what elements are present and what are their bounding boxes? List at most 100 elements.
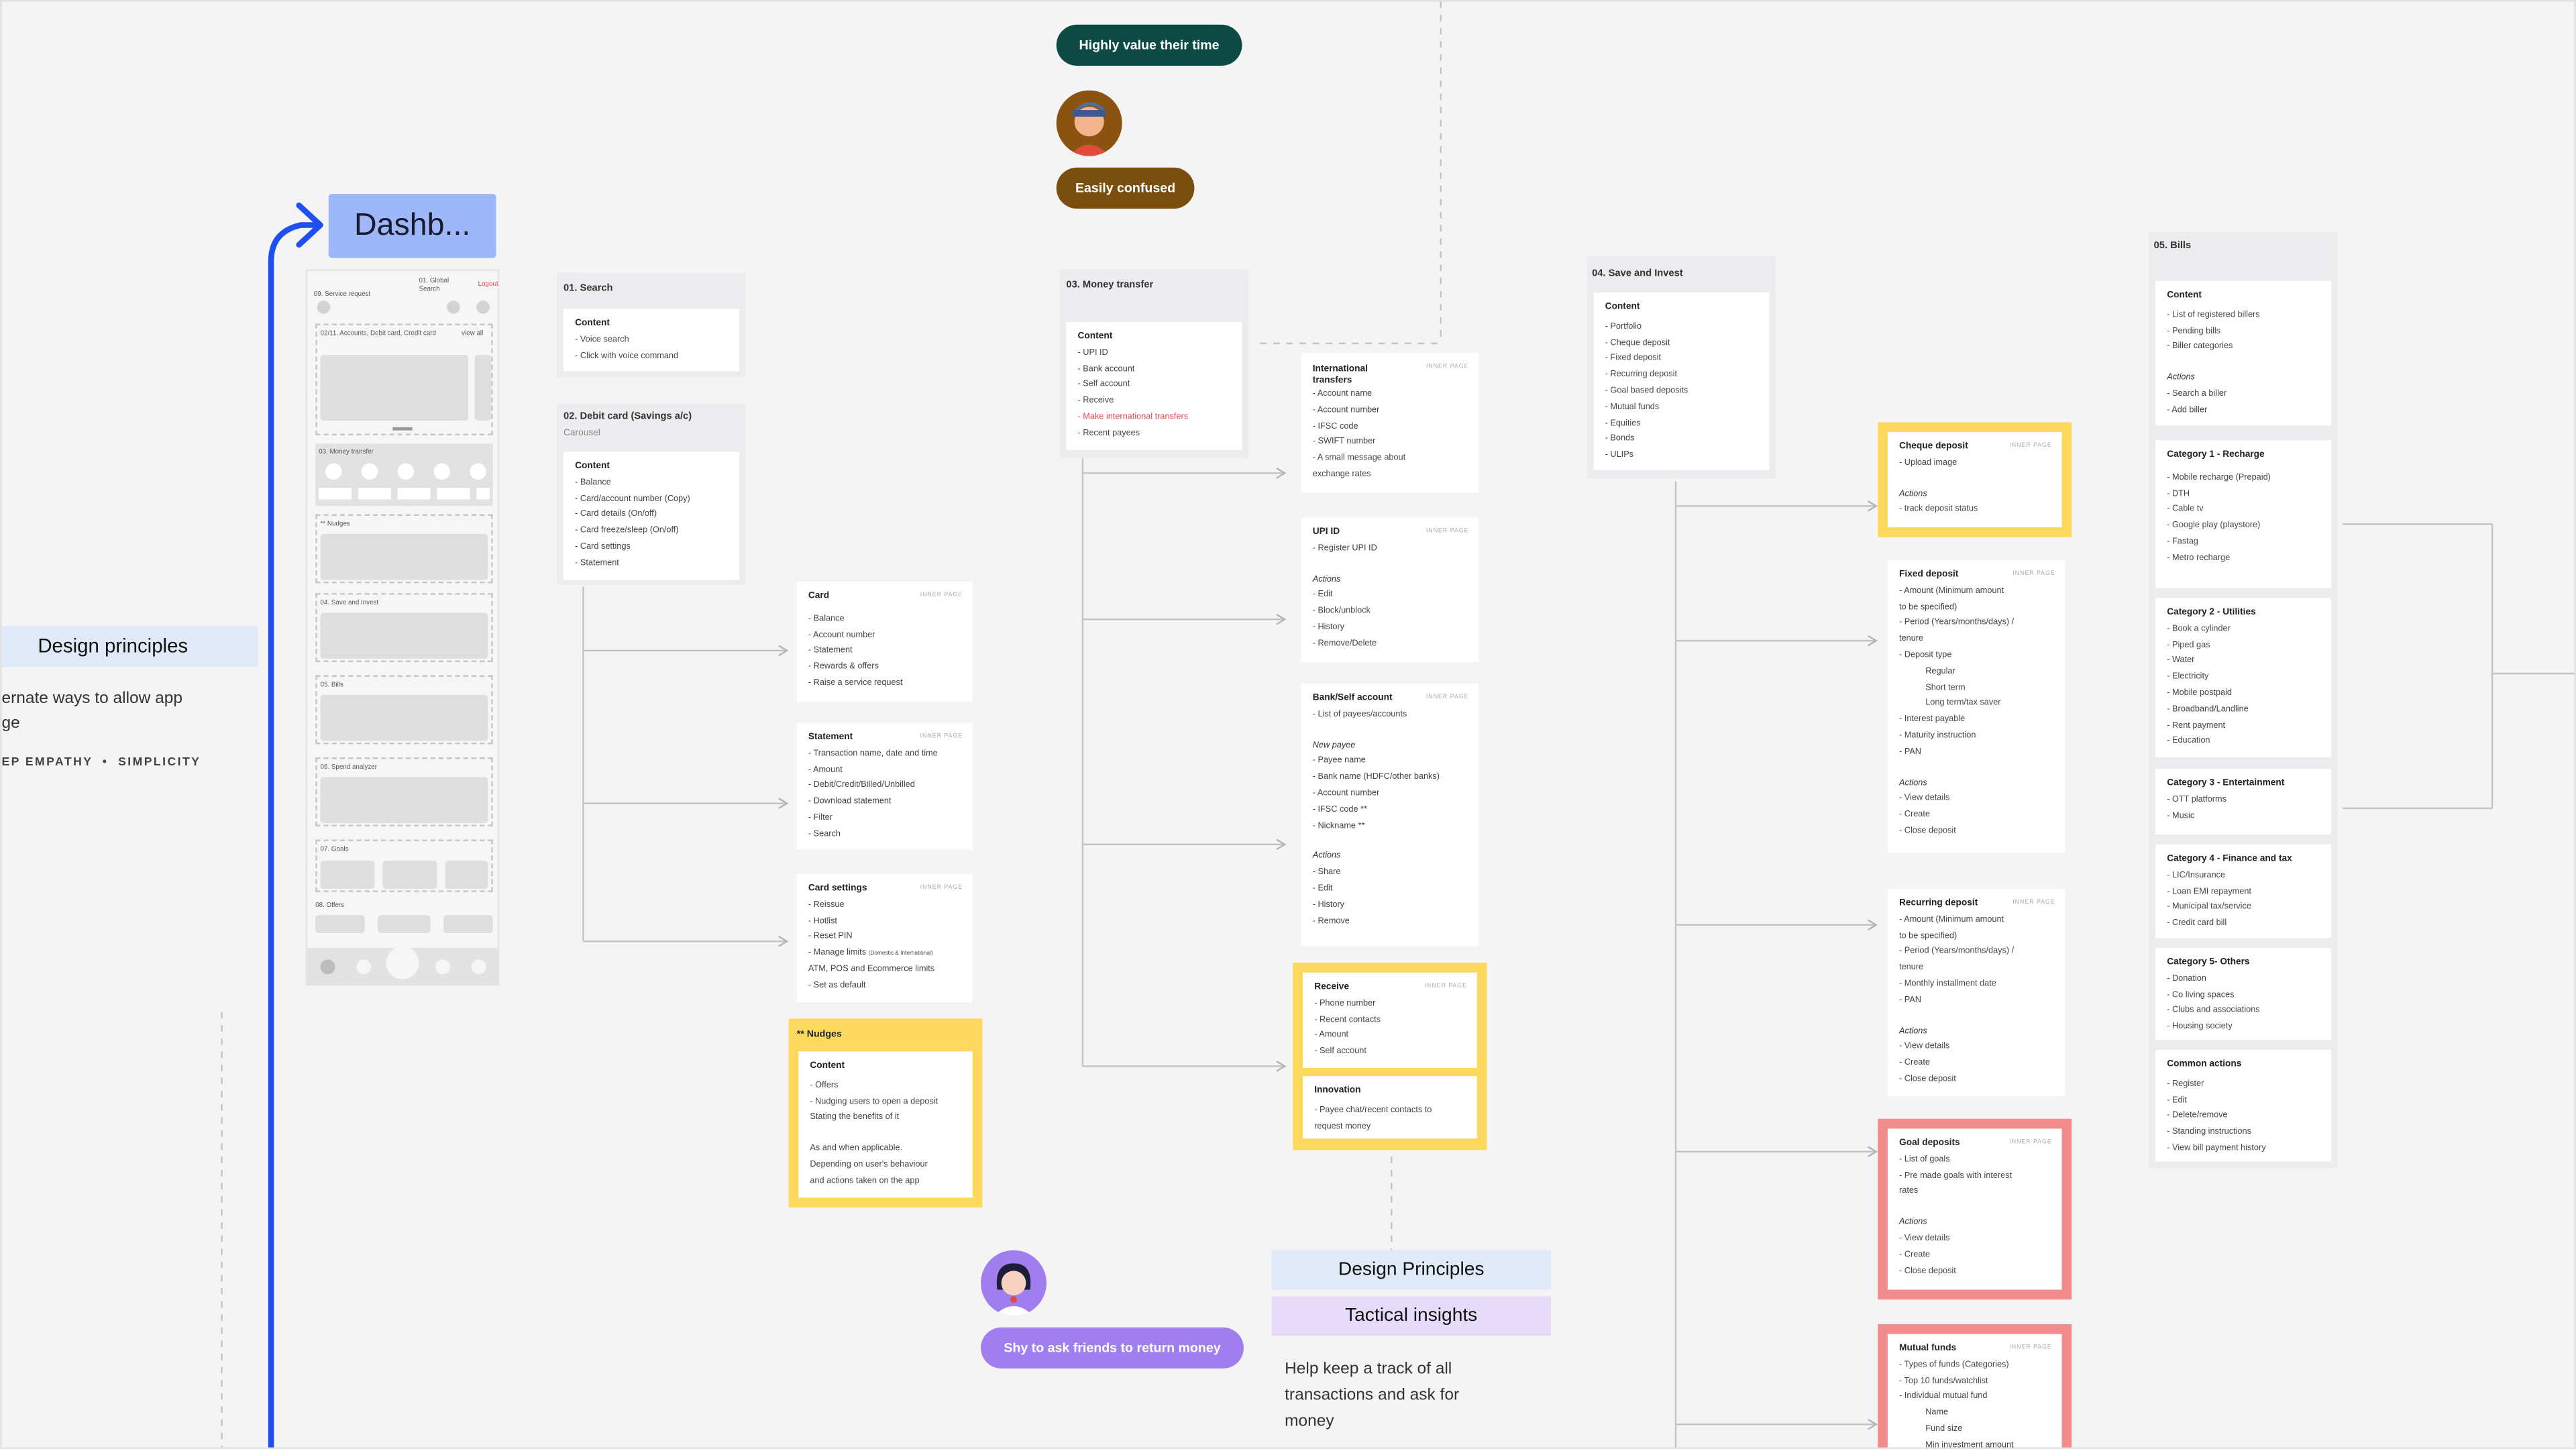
bill-category-entertainment: Category 3 - Entertainment - OTT platfor… xyxy=(2155,769,2331,835)
dashboard-title[interactable]: Dashb... xyxy=(329,194,496,258)
limits-note: (Domestic & International) xyxy=(869,950,933,957)
card-item: - LIC/Insurance xyxy=(2167,869,2320,885)
card-item: - Amount xyxy=(1314,1029,1465,1045)
wf-save-section: 04. Save and Invest xyxy=(315,593,492,662)
card-item: - Receive xyxy=(1078,394,1231,411)
wf-offers-section: 08. Offers xyxy=(315,897,492,936)
card-subitem: Short term xyxy=(1899,681,2053,697)
wf-money-chip xyxy=(437,488,470,499)
card-item: - Mobile postpaid xyxy=(2167,687,2320,703)
design-principles-body-line: ernate ways to allow app xyxy=(1,687,182,712)
international-inner-card: INNER PAGE Internationaltransfers - Acco… xyxy=(1301,354,1479,493)
card-title: Common actions xyxy=(2167,1058,2320,1074)
card-item: - Delete/remove xyxy=(2167,1110,2320,1126)
spacer xyxy=(1899,1010,2053,1024)
bills-section-title: 05. Bills xyxy=(2154,241,2192,252)
card-item: - Account number xyxy=(808,629,961,645)
card-item: - Recent contacts xyxy=(1314,1013,1465,1029)
card-subheading: Actions xyxy=(2167,372,2320,388)
card-item: - View details xyxy=(1899,1232,2050,1248)
wf-spend-label: 06. Spend analyzer xyxy=(321,762,377,770)
card-inner-card: INNER PAGE Card - Balance - Account numb… xyxy=(797,582,973,702)
bank-self-inner-card: INNER PAGE Bank/Self account - List of p… xyxy=(1301,684,1479,947)
card-title-line: transfers xyxy=(1313,376,1352,386)
card-item: - Reissue xyxy=(808,898,961,914)
wf-logout[interactable]: Logout xyxy=(478,279,498,287)
card-item: - Google play (playstore) xyxy=(2167,519,2320,535)
card-item: - Remove xyxy=(1313,914,1467,930)
spacer xyxy=(1899,761,2053,776)
card-item: - PAN xyxy=(1899,994,2053,1010)
wf-nudges-section: ** Nudges xyxy=(315,515,492,584)
card-item: - History xyxy=(1313,621,1467,637)
inner-page-tag: INNER PAGE xyxy=(920,881,963,897)
wf-offer-placeholder xyxy=(443,915,492,933)
statement-inner-card: INNER PAGE Statement - Transaction name,… xyxy=(797,723,973,850)
card-subitem: Regular xyxy=(1899,665,2053,681)
spacer xyxy=(2167,357,2320,372)
wf-nav-icon xyxy=(356,959,371,974)
card-item: - Download statement xyxy=(808,796,961,812)
design-principles-tags: EP EMPATHY • SIMPLICITY xyxy=(1,754,201,769)
wf-accounts-label: 02/11. Accounts, Debit card, Credit card xyxy=(321,329,459,337)
card-item: - Broadband/Landline xyxy=(2167,703,2320,719)
card-item: - List of goals xyxy=(1899,1153,2050,1169)
help-text-line: transactions and ask for xyxy=(1285,1383,1459,1409)
cheque-inner-card: INNER PAGE Cheque deposit - Upload image… xyxy=(1888,432,2062,527)
card-item: - Cable tv xyxy=(2167,503,2320,519)
inner-page-tag: INNER PAGE xyxy=(920,588,963,604)
wf-nav-icon xyxy=(472,959,486,974)
card-item: - Pre made goals with interest xyxy=(1899,1169,2050,1185)
card-item: - Rewards & offers xyxy=(808,661,961,677)
card-item: - Municipal tax/service xyxy=(2167,901,2320,917)
inner-page-tag: INNER PAGE xyxy=(1426,524,1468,540)
wf-money-section: 03. Money transfer xyxy=(315,443,492,506)
persona-pill-confused: Easily confused xyxy=(1057,168,1195,209)
card-item: - Deposit type xyxy=(1899,649,2053,665)
card-item: - Account number xyxy=(1313,404,1467,420)
debit-section-subtitle: Carousel xyxy=(564,429,600,439)
card-item: - View details xyxy=(1899,792,2053,808)
card-item: - Transaction name, date and time xyxy=(808,747,961,763)
persona-pill-time: Highly value their time xyxy=(1057,25,1242,66)
wf-card-placeholder xyxy=(321,355,468,421)
design-principles-heading: Design principles xyxy=(38,634,188,657)
help-text: Help keep a track of all transactions an… xyxy=(1285,1357,1459,1436)
wf-money-chip xyxy=(476,488,490,499)
card-item: - Mutual funds xyxy=(1605,400,1758,417)
card-title: Content xyxy=(2167,289,2320,305)
wf-money-icon xyxy=(470,464,486,480)
card-item: - Nudging users to open a deposit xyxy=(810,1095,961,1111)
card-item: - Balance xyxy=(808,612,961,629)
card-item: - Maturity instruction xyxy=(1899,729,2053,745)
card-item: - Bank account xyxy=(1078,362,1231,378)
card-item: - Amount xyxy=(808,763,961,780)
card-item: - Recurring deposit xyxy=(1605,368,1758,384)
wf-view-all[interactable]: view all xyxy=(462,329,483,337)
card-title: Innovation xyxy=(1314,1084,1465,1100)
card-item: - Account name xyxy=(1313,388,1467,404)
card-title-line: International xyxy=(1313,365,1368,375)
card-item: to be specified) xyxy=(1899,600,2053,616)
card-item: - Biller categories xyxy=(2167,341,2320,357)
spacer xyxy=(1313,724,1467,739)
card-item: - Close deposit xyxy=(1899,824,2053,841)
bills-content-card: Content - List of registered billers - P… xyxy=(2155,281,2331,426)
card-item: - Rent payment xyxy=(2167,719,2320,735)
card-item: - Balance xyxy=(575,476,728,492)
persona-avatar-man xyxy=(1057,91,1122,156)
wf-money-label: 03. Money transfer xyxy=(319,447,374,455)
money-content-card: Content - UPI ID - Bank account - Self a… xyxy=(1066,322,1242,450)
wf-card-placeholder xyxy=(475,355,491,421)
card-item: - A small message about xyxy=(1313,452,1467,468)
card-item: - Electricity xyxy=(2167,671,2320,687)
card-item: - Account number xyxy=(1313,787,1467,803)
nudges-highlight: ** Nudges Content - Offers - Nudging use… xyxy=(789,1018,983,1208)
card-item: - List of payees/accounts xyxy=(1313,708,1467,724)
design-principles-label: Design Principles xyxy=(1272,1250,1551,1290)
card-item: - ULIPs xyxy=(1605,449,1758,465)
card-item: - Set as default xyxy=(808,979,961,995)
debit-content-card: Content - Balance - Card/account number … xyxy=(564,451,739,580)
spacer xyxy=(1899,1201,2050,1216)
card-item: - History xyxy=(1313,898,1467,914)
